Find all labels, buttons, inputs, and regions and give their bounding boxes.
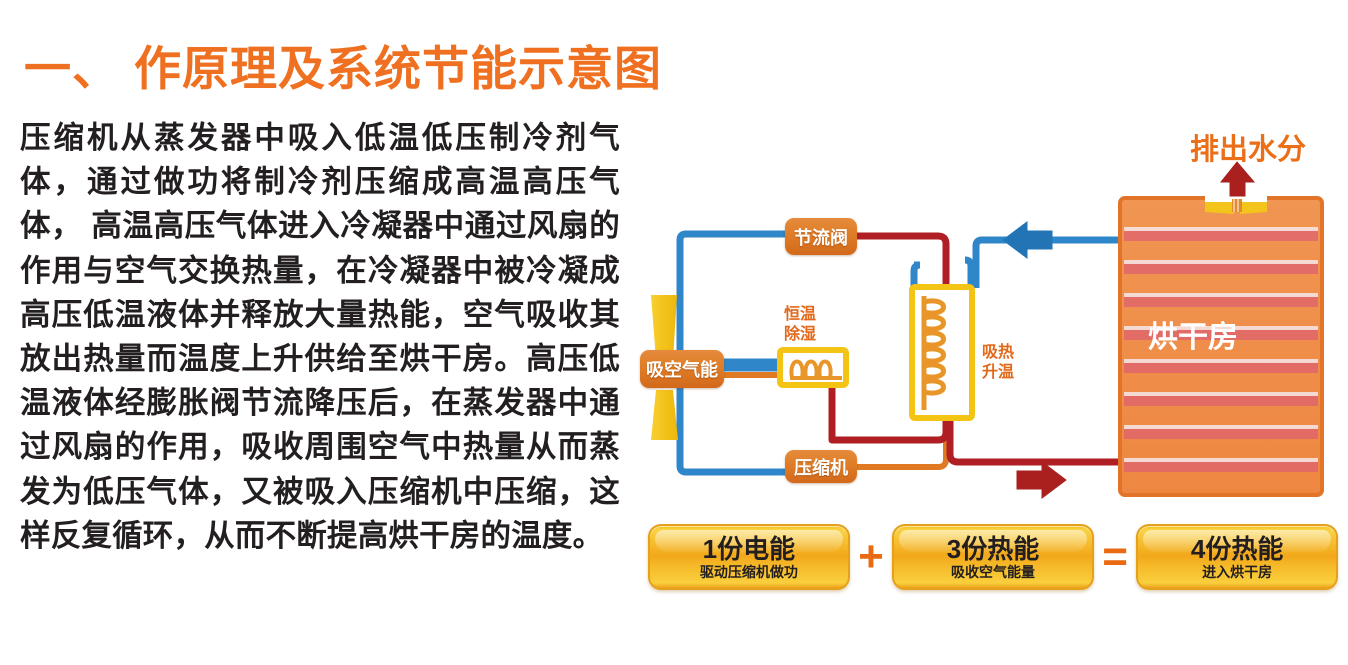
dehumidify-label-line2: 除湿 (783, 326, 816, 343)
formula-box-output-heat-title: 4份热能 (1190, 533, 1284, 564)
energy-formula-row: 1份电能 驱动压缩机做功 + 3份热能 吸收空气能量 = 4份热能 进入烘干房 (648, 522, 1338, 592)
drying-room-label: 烘干房 (1148, 321, 1238, 354)
compressor-label[interactable]: 压缩机 (785, 450, 857, 483)
formula-box-absorbed-heat-title: 3份热能 (946, 533, 1040, 564)
formula-box-absorbed-heat[interactable]: 3份热能 吸收空气能量 (892, 524, 1094, 590)
evaporator-fan (651, 295, 678, 440)
throttle-valve-label[interactable]: 节流阀 (785, 218, 857, 255)
page-title: 一、 作原理及系统节能示意图 (24, 42, 663, 95)
drying-room (1118, 196, 1324, 497)
formula-box-electric[interactable]: 1份电能 驱动压缩机做功 (648, 524, 850, 590)
moisture-exhaust-arrow (1219, 161, 1256, 197)
formula-box-output-heat-subtitle: 进入烘干房 (1202, 563, 1273, 580)
evaporator-coil-unit (909, 284, 975, 421)
absorb-heat-label: 吸热 升温 (972, 343, 1024, 383)
formula-box-output-heat[interactable]: 4份热能 进入烘干房 (1136, 524, 1338, 590)
system-schematic: 节流阀 压缩机 吸空气能 恒温 除湿 吸热 升温 排出水分 烘干房 (620, 110, 1348, 510)
body-description: 压缩机从蒸发器中吸入低温低压制冷剂气体，通过做功将制冷剂压缩成高温高压气体， 高… (20, 116, 620, 558)
body-paragraph: 压缩机从蒸发器中吸入低温低压制冷剂气体，通过做功将制冷剂压缩成高温高压气体， 高… (20, 121, 620, 553)
dehumidify-label: 恒温 除湿 (772, 305, 828, 345)
absorb-heat-label-line2: 升温 (981, 364, 1014, 381)
schematic-svg (651, 161, 1324, 499)
return-air-arrow (1002, 221, 1053, 259)
condenser-coil-unit (777, 347, 849, 388)
hot-air-supply-arrow (1016, 461, 1067, 499)
drying-room-shelves (1124, 227, 1318, 472)
cold-refrigerant-pipes (676, 230, 1120, 476)
plus-operator: + (858, 532, 884, 581)
exhaust-moisture-label: 排出水分 (1190, 134, 1307, 166)
formula-box-absorbed-heat-subtitle: 吸收空气能量 (950, 563, 1035, 580)
warm-refrigerant-pipe (724, 372, 949, 470)
hot-refrigerant-pipes (828, 232, 1120, 466)
absorb-heat-label-line1: 吸热 (981, 344, 1014, 361)
formula-box-electric-subtitle: 驱动压缩机做功 (699, 563, 798, 580)
roof-vent (1205, 196, 1267, 214)
air-source-label[interactable]: 吸空气能 (640, 350, 724, 388)
equals-operator: = (1102, 532, 1128, 581)
formula-box-electric-title: 1份电能 (702, 533, 796, 564)
dehumidify-label-line1: 恒温 (783, 306, 816, 323)
